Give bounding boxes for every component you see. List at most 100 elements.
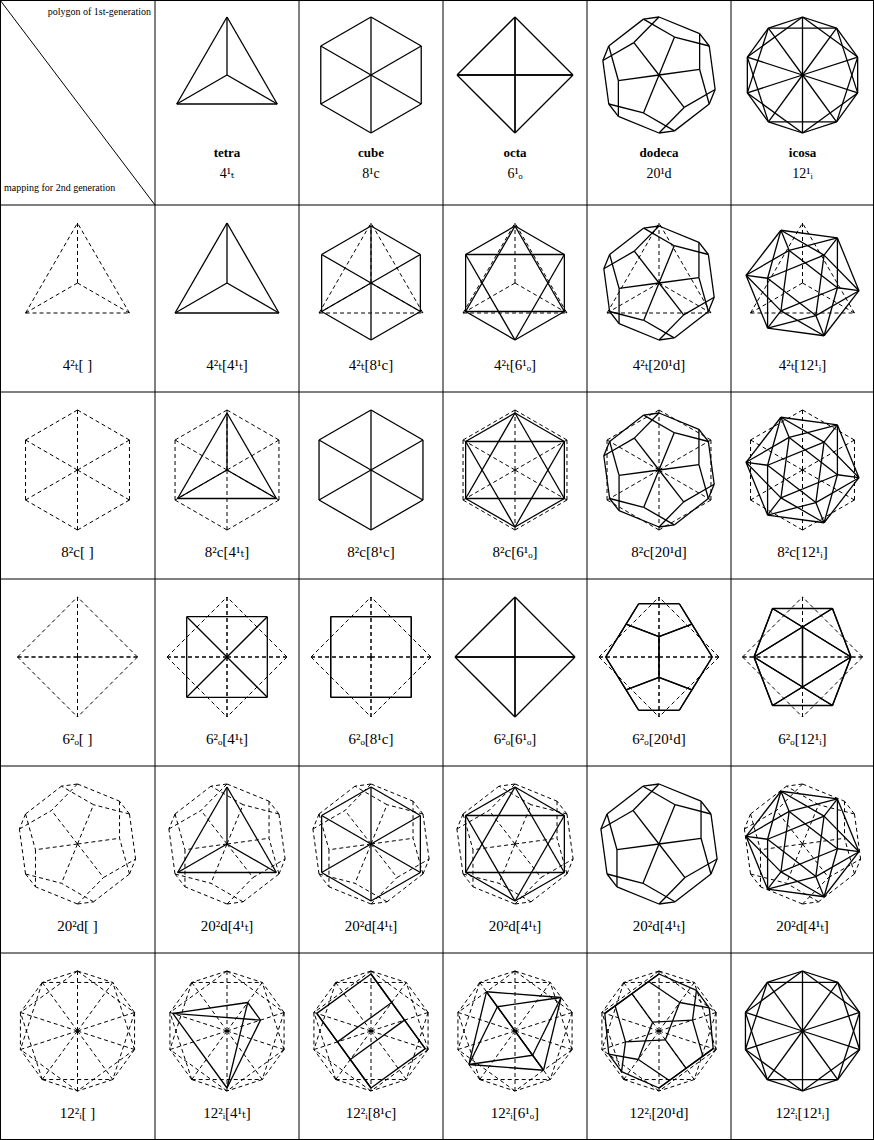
polyhedron-edge — [497, 1007, 543, 1070]
polyhedron-edge — [371, 440, 423, 470]
polyhedron-edge — [643, 75, 659, 113]
solid-polyhedron — [746, 417, 859, 523]
polyhedron-edge — [768, 28, 802, 75]
polyhedron-edge — [709, 1008, 713, 1049]
polyhedron-edge — [515, 500, 567, 530]
cell-symbol: 12²ᵢ[20¹d] — [587, 1105, 731, 1122]
polyhedron-edge — [844, 801, 845, 838]
column-symbol: 6¹ₒ — [443, 166, 587, 182]
polyhedron-edge — [173, 1013, 261, 1020]
polyhedron-edge — [615, 1006, 625, 1042]
polyhedron-edge — [320, 46, 321, 104]
polyhedron-edge — [773, 609, 803, 628]
table-rule — [0, 766, 874, 767]
polyhedron-edge — [78, 1031, 113, 1080]
polyhedron-edge — [489, 784, 515, 810]
polyhedron-edge — [768, 230, 781, 278]
polyhedron-edge — [350, 1020, 404, 1059]
polyhedron-edge — [78, 838, 120, 844]
polyhedron-edge — [700, 69, 710, 104]
polyhedron-edge — [659, 37, 675, 75]
polyhedron-edge — [699, 278, 708, 312]
polyhedron-edge — [832, 657, 851, 705]
polyhedron-edge — [659, 433, 674, 470]
polyhedron-edge — [802, 1031, 803, 1091]
cell-symbol: 12²ᵢ[4¹ₜ] — [155, 1105, 299, 1122]
polyhedron-edge — [458, 982, 480, 1049]
polyhedron-edge — [610, 415, 644, 441]
polyhedron-edge — [78, 657, 138, 717]
polyhedron-edge — [170, 982, 192, 1012]
polyhedron-edge — [768, 122, 802, 133]
polyhedron-edge — [773, 705, 833, 706]
polyhedron-edge — [345, 784, 371, 810]
polyhedron-edge — [768, 465, 816, 502]
polyhedron-edge — [768, 872, 781, 889]
polyhedron-edge — [699, 465, 708, 499]
polyhedron-edge — [187, 617, 268, 698]
polyhedron-edge — [607, 786, 643, 814]
polyhedron-edge — [487, 992, 562, 998]
table-rule — [0, 1139, 874, 1140]
polyhedron-edge — [185, 887, 227, 904]
polyhedron-edge — [458, 982, 480, 1012]
polyhedron-edge — [371, 470, 423, 500]
polyhedron-edge — [745, 982, 767, 1049]
polyhedron-edge — [321, 816, 322, 873]
solid-polyhedron — [178, 413, 277, 499]
polyhedron-edge — [773, 609, 803, 628]
cell-symbol: 8²c[4¹ₜ] — [155, 544, 299, 561]
polyhedron-edge — [803, 17, 837, 28]
polyhedron-edge — [515, 971, 550, 982]
polyhedron-edge — [781, 417, 789, 437]
polyhedron-edge — [227, 1020, 261, 1088]
polyhedron-edge — [643, 883, 675, 902]
polyhedron-edge — [802, 410, 803, 470]
polyhedron-edge — [192, 982, 263, 983]
solid-polyhedron — [466, 226, 565, 340]
polyhedron-edge — [824, 816, 859, 852]
polyhedron-edge — [610, 442, 619, 476]
polyhedron-edge — [632, 994, 653, 1023]
polyhedron-edge — [803, 75, 858, 93]
polyhedron-edge — [747, 93, 802, 133]
polyhedron-edge — [175, 283, 227, 313]
polyhedron-edge — [803, 93, 858, 133]
polyhedron-edge — [78, 470, 130, 500]
polyhedron-edge — [187, 617, 268, 698]
polyhedron-edge — [169, 829, 175, 874]
polyhedron-edge — [665, 1040, 686, 1069]
polyhedron-edge — [838, 1050, 860, 1080]
polyhedron-edge — [371, 657, 431, 658]
polyhedron-edge — [480, 982, 551, 983]
polyhedron-edge — [371, 1031, 406, 1080]
polyhedron-edge — [314, 971, 371, 1012]
polyhedron-edge — [803, 982, 838, 1031]
dashed-polyhedron — [311, 597, 431, 717]
polyhedron-edge — [371, 597, 372, 657]
polyhedron-edge — [781, 230, 837, 238]
polyhedron-edge — [170, 1031, 227, 1050]
polyhedron-edge — [20, 971, 77, 1012]
polyhedron-edge — [322, 312, 371, 341]
polyhedron-edge — [187, 616, 268, 617]
cell-symbol: 20²d[4¹ₜ] — [731, 918, 874, 935]
polyhedron-edge — [469, 992, 487, 1065]
polyhedron-edge — [103, 859, 135, 878]
polyhedron-edge — [659, 657, 719, 658]
polyhedron-edge — [178, 844, 227, 873]
polyhedron-edge — [624, 982, 695, 983]
polyhedron-edge — [480, 1080, 515, 1091]
solid-polyhedron — [606, 604, 712, 710]
polyhedron-edge — [226, 17, 227, 75]
polyhedron-edge — [626, 677, 659, 690]
polyhedron-edge — [743, 657, 803, 717]
polyhedron-edge — [515, 470, 567, 500]
polyhedron-edge — [515, 816, 564, 902]
polyhedron-edge — [515, 873, 564, 902]
polyhedron-edge — [192, 971, 227, 982]
cell-symbol: 12²ᵢ[8¹c] — [299, 1105, 443, 1122]
cell-symbol: 20²d[4¹ₜ] — [587, 918, 731, 935]
polyhedron-edge — [659, 465, 699, 470]
polyhedron-edge — [515, 283, 567, 313]
